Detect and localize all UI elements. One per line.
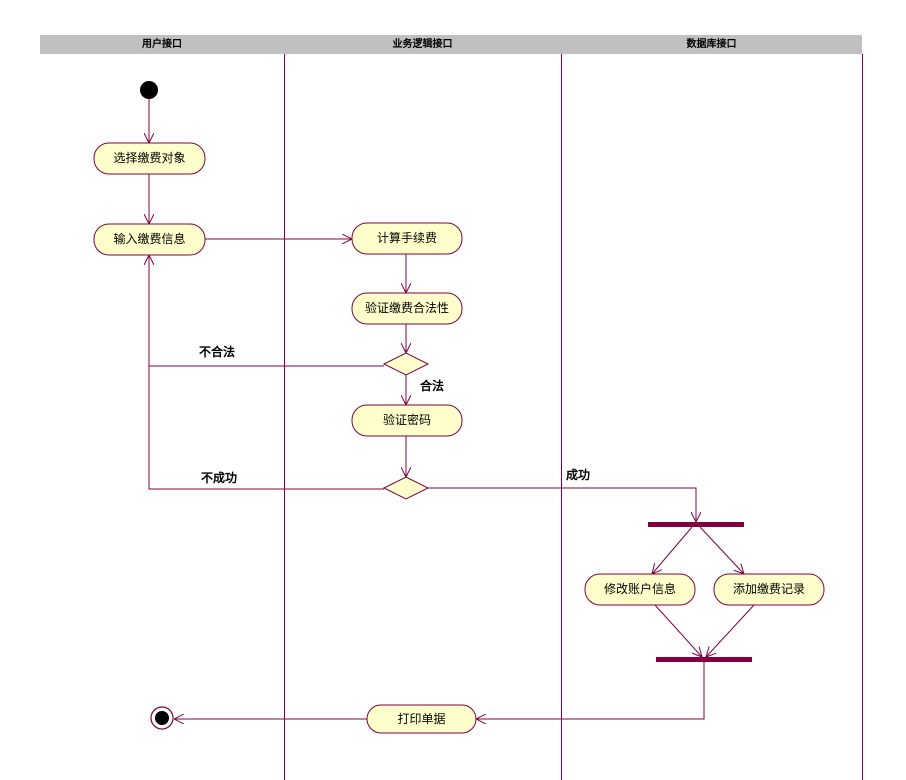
start-node (140, 81, 158, 99)
flow-add-join (706, 604, 755, 657)
action-verify-legal-label: 验证缴费合法性 (364, 301, 449, 315)
end-node-core (155, 711, 169, 725)
flow-modify-join (654, 604, 702, 657)
flow-fail-back (148, 366, 384, 490)
action-verify-password-label: 验证密码 (382, 413, 431, 427)
flow-join-print (476, 662, 705, 719)
lane-title-business: 业务逻辑接口 (392, 39, 453, 50)
action-modify-account-label: 修改账户信息 (603, 582, 676, 596)
action-add-record-label: 添加缴费记录 (732, 582, 805, 596)
flow-fork-add (699, 526, 744, 574)
lane-title-database: 数据库接口 (686, 39, 737, 50)
action-input-info-label: 输入缴费信息 (113, 232, 186, 246)
action-select-target-label: 选择缴费对象 (113, 151, 186, 165)
decision-password (382, 476, 430, 500)
guard-success: 成功 (566, 468, 591, 482)
action-print-receipt-label: 打印单据 (397, 711, 446, 726)
action-verify-password-shape (351, 404, 463, 437)
flow-fork-modify (652, 526, 693, 574)
decision-legal (382, 352, 430, 376)
swimlane-header (40, 35, 862, 54)
flow-success-fork (428, 487, 696, 522)
guard-fail: 不成功 (201, 471, 238, 485)
action-verify-legal-shape (351, 292, 463, 325)
action-add-record-shape (713, 573, 825, 606)
guard-illegal: 不合法 (199, 345, 236, 359)
flow-illegal-back (149, 255, 384, 367)
action-calc-fee-label: 计算手续费 (376, 231, 437, 245)
lane-title-user: 用户接口 (142, 39, 182, 50)
guard-legal: 合法 (420, 379, 445, 393)
fork-bar (648, 522, 744, 527)
action-modify-account-shape (584, 573, 696, 606)
join-bar (656, 657, 752, 662)
